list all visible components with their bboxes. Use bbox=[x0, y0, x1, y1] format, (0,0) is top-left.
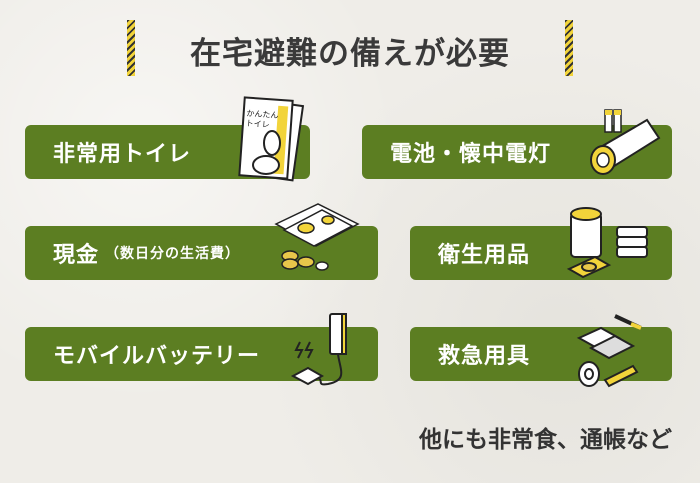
hygiene-icon bbox=[566, 207, 648, 279]
item-label: モバイルバッテリー bbox=[53, 344, 261, 369]
item-label: 非常用トイレ bbox=[53, 142, 192, 167]
item-label: 現金 bbox=[53, 243, 100, 268]
title-hatch-left bbox=[127, 20, 135, 76]
page-title: 在宅避難の備えが必要 bbox=[190, 36, 510, 72]
mobile-battery-icon bbox=[290, 313, 347, 386]
additional-items-note: 他にも非常食、通帳など bbox=[419, 427, 672, 453]
flashlight-icon bbox=[590, 109, 661, 175]
item-label: 救急用具 bbox=[438, 344, 531, 369]
first-aid-icon bbox=[576, 314, 642, 388]
title-hatch-right bbox=[565, 20, 573, 76]
item-label: 衛生用品 bbox=[438, 243, 531, 268]
item-sublabel: （数日分の生活費） bbox=[105, 246, 241, 262]
item-mobile-battery: モバイルバッテリー bbox=[25, 327, 378, 381]
cash-icon bbox=[274, 203, 360, 271]
toilet-package-text: かんたんトイレ bbox=[245, 108, 279, 130]
item-first-aid: 救急用具 bbox=[410, 327, 672, 381]
item-label: 電池・懐中電灯 bbox=[390, 142, 552, 167]
portable-toilet-icon bbox=[238, 96, 305, 182]
